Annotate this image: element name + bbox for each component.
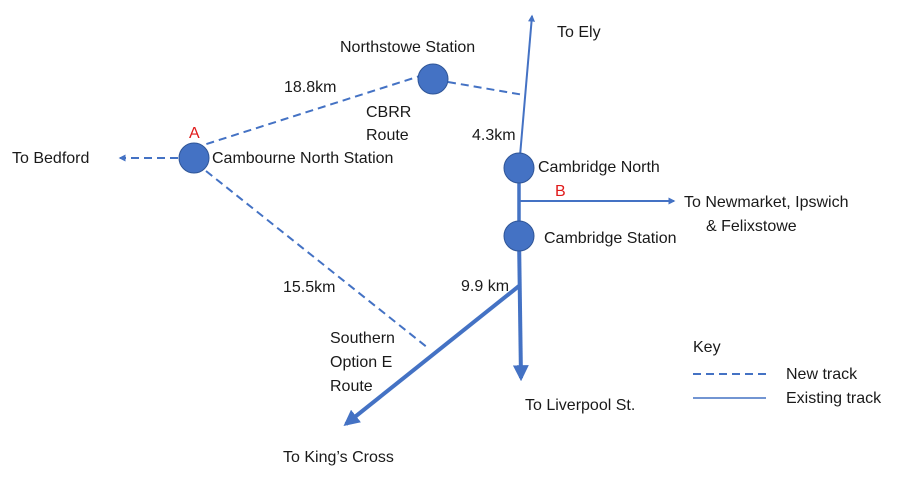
track-to-liverpool [512, 235, 529, 382]
label-cambourne-north-station: Cambourne North Station [212, 150, 393, 167]
label-to-newmarket-line1: To Newmarket, Ipswich [684, 194, 849, 211]
track-to-kings-cross [343, 284, 521, 426]
marker-b: B [555, 183, 566, 200]
station-cambourne-north-node [178, 142, 210, 174]
distance-cambourne-southern: 15.5km [283, 279, 335, 296]
marker-a: A [189, 125, 200, 142]
track-cambourne-southern [205, 170, 429, 349]
label-cbrr-route-line1: CBRR [366, 104, 411, 121]
legend-new-track-label: New track [786, 366, 858, 383]
new-track-lines [118, 75, 525, 349]
station-northstowe-node [417, 63, 449, 95]
label-cbrr-route-line2: Route [366, 127, 409, 144]
distance-cambridge-junction: 9.9 km [461, 278, 509, 295]
label-southern-route-line3: Route [330, 378, 373, 395]
label-to-kings-cross: To King’s Cross [283, 449, 394, 466]
label-southern-route-line1: Southern [330, 330, 395, 347]
label-northstowe-station: Northstowe Station [340, 39, 475, 56]
station-cambridge-north-node [503, 152, 535, 184]
label-southern-route-line2: Option E [330, 354, 392, 371]
legend-title: Key [693, 339, 721, 356]
track-to-ely [519, 14, 536, 157]
legend-existing-track-label: Existing track [786, 390, 882, 407]
label-to-newmarket-line2: & Felixstowe [706, 218, 797, 235]
track-northstowe-main [447, 81, 525, 96]
distance-cambourne-northstowe: 18.8km [284, 79, 336, 96]
station-cambridge-node [503, 220, 535, 252]
label-to-ely: To Ely [557, 24, 601, 41]
label-cambridge-station: Cambridge Station [544, 230, 677, 247]
track-cambourne-northstowe [193, 75, 421, 149]
label-to-bedford: To Bedford [12, 150, 89, 167]
existing-track-lines [343, 14, 676, 426]
label-to-liverpool: To Liverpool St. [525, 397, 635, 414]
label-cambridge-north: Cambridge North [538, 159, 660, 176]
legend: Key New track Existing track [693, 339, 882, 407]
distance-northstowe-cambridge-north: 4.3km [472, 127, 516, 144]
